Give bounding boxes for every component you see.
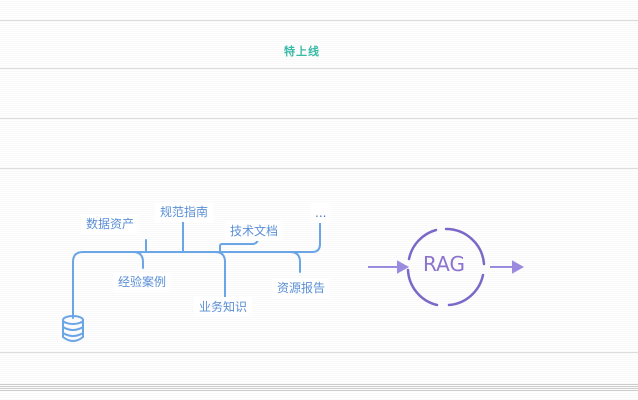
faint-line <box>0 68 638 69</box>
tag-guidelines: 规范指南 <box>155 202 214 222</box>
arrow-out-head <box>512 260 525 274</box>
tag-business-knowledge: 业务知识 <box>194 297 253 317</box>
branch-line <box>219 237 259 253</box>
faint-line <box>0 20 638 21</box>
faint-line <box>0 118 638 119</box>
rag-circle <box>406 227 486 307</box>
branch-line <box>289 251 301 273</box>
trunk-line <box>72 251 313 319</box>
tag-data-assets: 数据资产 <box>81 214 140 234</box>
tag-case-studies: 经验案例 <box>113 272 172 292</box>
faint-line <box>0 168 638 169</box>
branch-line <box>311 221 321 253</box>
tag-resource-reports: 资源报告 <box>272 278 331 298</box>
database-icon <box>62 315 84 342</box>
rag-label: RAG <box>423 252 465 276</box>
branch-line <box>214 251 226 301</box>
arrow-in-head <box>397 260 410 274</box>
tag-more: ... <box>310 203 332 223</box>
launch-badge: 特上线 <box>284 45 320 58</box>
tag-tech-docs: 技术文档 <box>225 221 284 241</box>
bottom-band <box>0 384 638 392</box>
faint-line <box>0 352 638 353</box>
branch-line <box>132 251 144 269</box>
